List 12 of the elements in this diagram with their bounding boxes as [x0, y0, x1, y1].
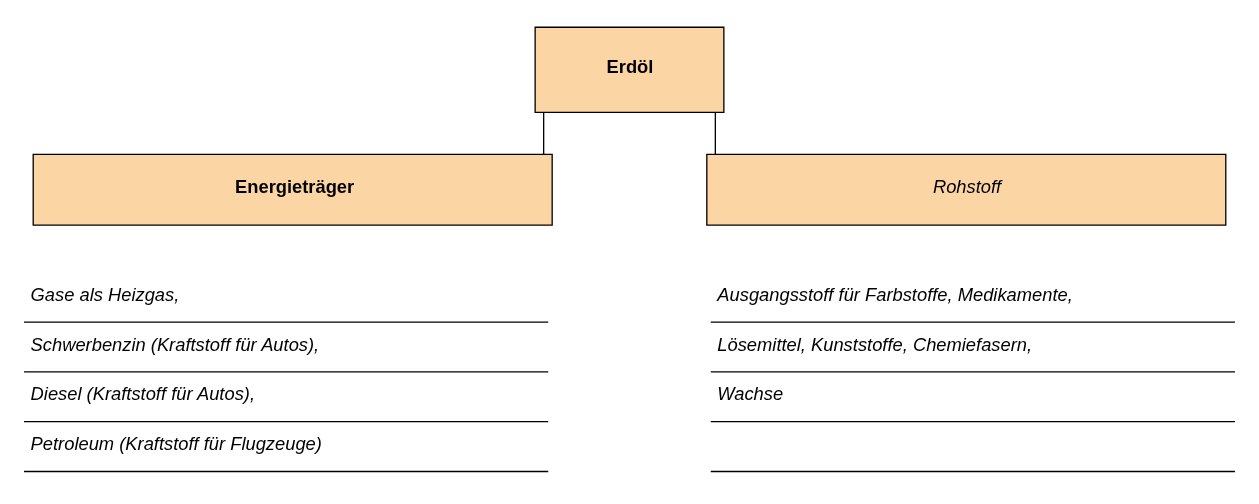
- label: Ausgangsstoff für Farbstoffe, Medikamente,: [717, 283, 1073, 305]
- connector: [543, 111, 545, 155]
- label: Gase als Heizgas,: [30, 283, 180, 305]
- label: Schwerbenzin (Kraftstoff für Autos),: [30, 333, 320, 355]
- node-box: Energieträger: [32, 153, 553, 226]
- node-box: Erdöl: [534, 26, 725, 114]
- label: Lösemittel, Kunststoffe, Chemiefasern,: [717, 333, 1033, 355]
- label: Diesel (Kraftstoff für Autos),: [30, 383, 255, 405]
- connector: [714, 111, 716, 155]
- node-box: Rohstoff: [706, 153, 1227, 226]
- label: Wachse: [717, 383, 784, 405]
- label: Petroleum (Kraftstoff für Flugzeuge): [30, 433, 322, 455]
